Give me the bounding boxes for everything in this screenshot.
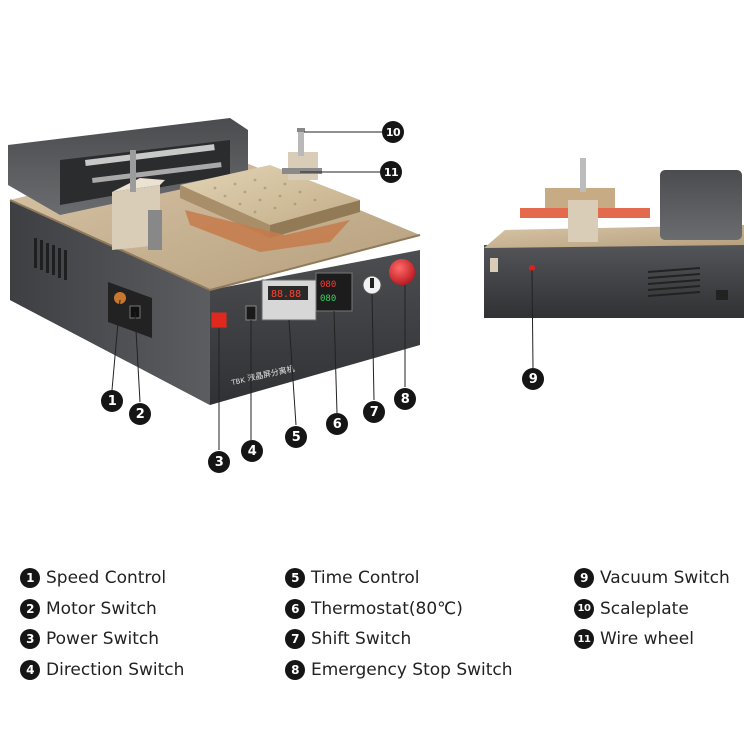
legend-item: 4 Direction Switch — [20, 655, 184, 686]
legend-label: Time Control — [311, 568, 420, 589]
heating-plate — [180, 165, 360, 225]
product-illustration: 88.88 080 080 TBK 液晶屏分离机 — [8, 118, 744, 473]
callout-7: 7 — [363, 401, 385, 423]
legend-item: 6 Thermostat(80℃) — [285, 594, 513, 625]
svg-text:080: 080 — [320, 280, 336, 290]
callout-8: 8 — [394, 388, 416, 410]
legend-item: 9 Vacuum Switch — [574, 563, 730, 594]
legend-number: 5 — [285, 568, 305, 589]
legend-number: 2 — [20, 598, 40, 619]
legend-column-1: 1 Speed Control 2 Motor Switch 3 Power Swit… — [20, 563, 184, 685]
legend-label: Wire wheel — [600, 629, 694, 650]
legend-column-3: 9 Vacuum Switch 10 Scaleplate 11 Wire wheel — [574, 563, 730, 655]
callout-10: 10 — [382, 121, 404, 143]
legend-number: 11 — [574, 629, 594, 650]
svg-text:88.88: 88.88 — [271, 289, 301, 300]
legend-item: 3 Power Switch — [20, 624, 184, 655]
legend-number: 3 — [20, 629, 40, 650]
legend-item: 7 Shift Switch — [285, 624, 513, 655]
legend-number: 6 — [285, 598, 305, 619]
legend-number: 8 — [285, 659, 305, 680]
callout-3: 3 — [208, 451, 230, 473]
legend-number: 1 — [20, 568, 40, 589]
machine-drawing: 88.88 080 080 TBK 液晶屏分离机 — [8, 118, 744, 450]
legend-label: Direction Switch — [46, 659, 185, 680]
callout-1: 1 — [101, 390, 123, 412]
legend-label: Emergency Stop Switch — [311, 659, 513, 680]
legend-column-2: 5 Time Control 6 Thermostat(80℃) 7 Shift Sw… — [285, 563, 513, 685]
legend-label: Power Switch — [46, 629, 160, 650]
callout-11: 11 — [380, 161, 402, 183]
legend-label: Vacuum Switch — [600, 568, 730, 589]
legend-number: 10 — [574, 598, 594, 619]
legend-item: 11 Wire wheel — [574, 624, 730, 655]
legend-item: 10 Scaleplate — [574, 594, 730, 625]
machine-brand: TBK — [230, 376, 246, 387]
legend-item: 5 Time Control — [285, 563, 513, 594]
callout-2: 2 — [129, 403, 151, 425]
legend-item: 2 Motor Switch — [20, 594, 184, 625]
callout-4: 4 — [241, 440, 263, 462]
callout-9: 9 — [522, 368, 544, 390]
legend-label: Thermostat(80℃) — [311, 598, 463, 619]
legend-label: Shift Switch — [311, 629, 412, 650]
legend-number: 4 — [20, 659, 40, 680]
legend-item: 8 Emergency Stop Switch — [285, 655, 513, 686]
machine-side-body — [484, 240, 744, 318]
svg-text:080: 080 — [320, 294, 336, 304]
callout-6: 6 — [326, 413, 348, 435]
legend-number: 9 — [574, 568, 594, 589]
legend-label: Speed Control — [46, 568, 167, 589]
legend-number: 7 — [285, 629, 305, 650]
legend-label: Scaleplate — [600, 598, 689, 619]
legend-item: 1 Speed Control — [20, 563, 184, 594]
power-switch-illustration — [210, 311, 228, 329]
callout-5: 5 — [285, 426, 307, 448]
emergency-stop-illustration — [389, 259, 415, 285]
legend-label: Motor Switch — [46, 598, 157, 619]
